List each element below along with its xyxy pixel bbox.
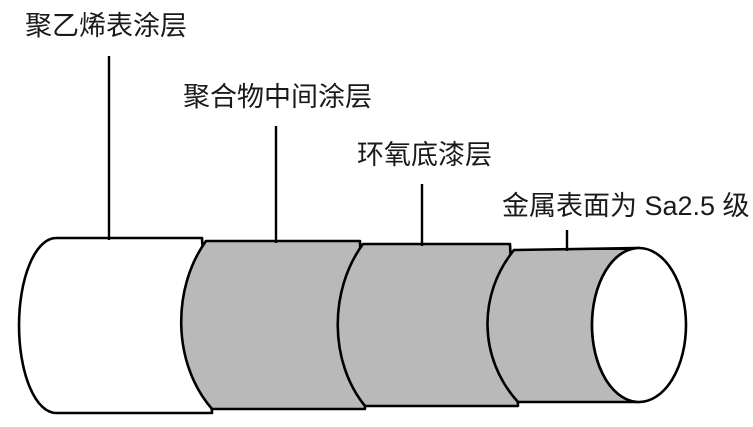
polyethylene-topcoat-shape [17,236,214,415]
epoxy-primer-shape [336,242,520,408]
pipe-end-ellipse [590,246,688,404]
label-metal-pipe-surface: 金属表面为 Sa2.5 级 [502,191,750,221]
polymer-midcoat-shape [179,239,367,411]
label-polyethylene-topcoat: 聚乙烯表涂层 [25,11,187,41]
label-polymer-midcoat: 聚合物中间涂层 [183,82,372,112]
label-epoxy-primer: 环氧底漆层 [357,140,492,170]
